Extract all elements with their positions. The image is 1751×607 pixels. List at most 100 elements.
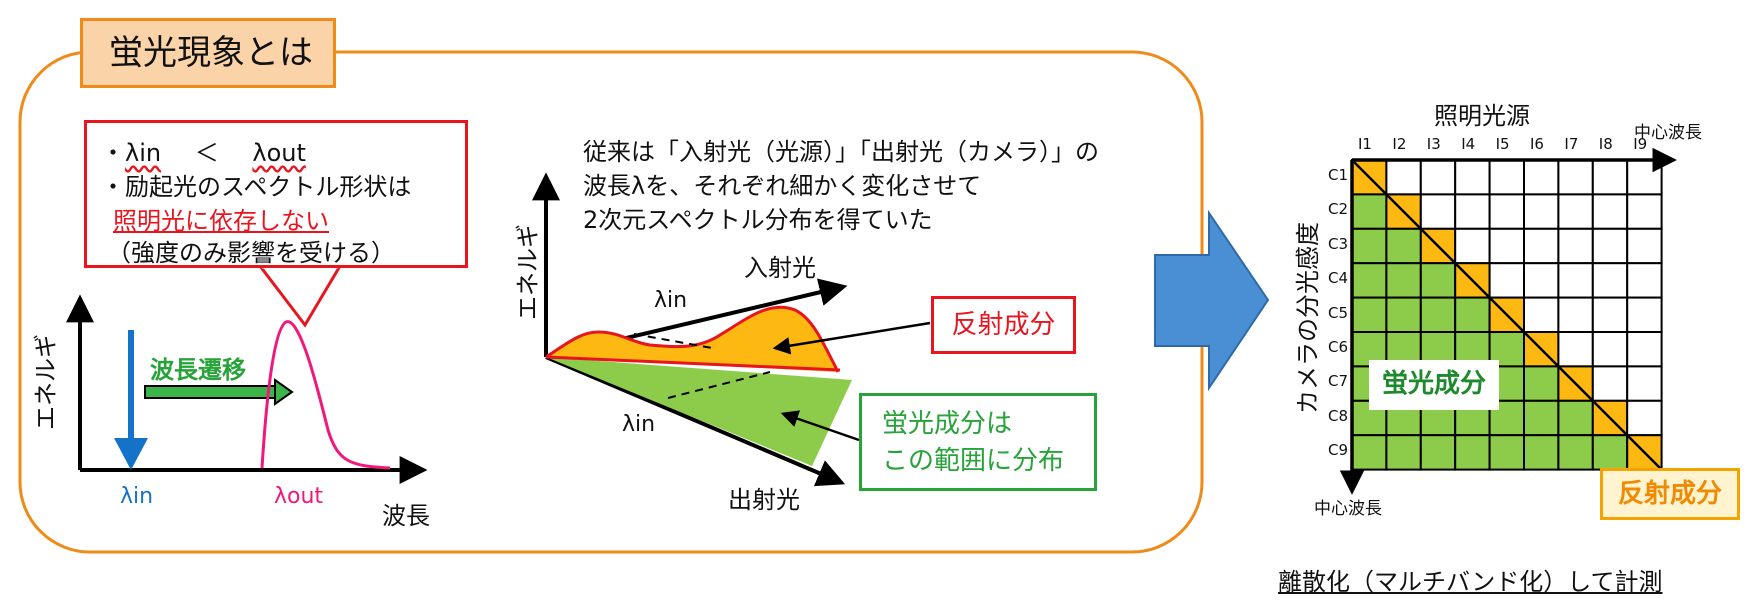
matrix-cell-empty xyxy=(1419,159,1457,196)
matrix-cell-empty xyxy=(1591,262,1629,299)
matrix-cell-empty xyxy=(1591,331,1629,368)
matrix-row-label: C4 xyxy=(1328,269,1349,288)
matrix-column-label: I5 xyxy=(1495,135,1510,153)
fluorescence-tag-line-2: この範囲に分布 xyxy=(882,446,1065,476)
lambda-out-term: λout xyxy=(252,139,306,167)
matrix-cell-empty xyxy=(1591,227,1629,265)
big-right-arrow xyxy=(1154,209,1270,392)
matrix-column-label: I8 xyxy=(1598,135,1613,153)
matrix-cell-empty xyxy=(1591,159,1629,196)
excitation-arrowhead xyxy=(114,438,148,470)
matrix-cell-fluorescence xyxy=(1591,434,1629,471)
matrix-top-label: 照明光源 xyxy=(1434,102,1530,130)
lambda-in-lower: λin xyxy=(622,412,656,437)
matrix-cell-fluorescence xyxy=(1557,434,1594,471)
matrix-cell-empty xyxy=(1488,193,1525,230)
matrix-cell-fluorescence xyxy=(1488,434,1525,471)
matrix-cell-empty xyxy=(1591,193,1629,230)
matrix-cell-fluorescence xyxy=(1419,296,1457,334)
matrix-row-label: C1 xyxy=(1328,166,1349,184)
matrix-cell-fluorescence xyxy=(1419,434,1457,471)
reflection-callout-arrow xyxy=(772,321,931,355)
matrix-cell-empty xyxy=(1626,193,1663,230)
matrix-row-label: C3 xyxy=(1328,234,1349,253)
emission-curve xyxy=(260,320,391,470)
less-than-symbol: ＜ xyxy=(194,139,219,167)
reflection-curve xyxy=(545,305,840,373)
matrix-caption: 離散化（マルチバンド化）して計測 xyxy=(1278,568,1663,596)
matrix-column-label: I2 xyxy=(1392,135,1407,153)
diagonal-red-line xyxy=(545,355,841,372)
matrix-cell-fluorescence xyxy=(1557,399,1594,437)
matrix-column-label: I1 xyxy=(1358,135,1372,153)
middle-text-line-1: 従来は「入射光（光源）」「出射光（カメラ）」の xyxy=(583,138,1099,166)
matrix-cell-empty xyxy=(1488,262,1525,299)
reflection-surface xyxy=(546,307,838,372)
emission-axis xyxy=(545,355,846,487)
x-lambda-out: λout xyxy=(274,484,324,509)
matrix-cell-empty xyxy=(1557,331,1594,368)
matrix-cell-empty xyxy=(1591,365,1629,402)
matrix-cell-empty xyxy=(1557,227,1594,265)
fluorescence-callout-arrow xyxy=(780,410,860,442)
matrix-cell-fluorescence xyxy=(1351,262,1388,299)
note-line-2: ・励起光のスペクトル形状は xyxy=(101,173,412,201)
matrix-cell-empty xyxy=(1626,262,1663,299)
matrix-cell-fluorescence xyxy=(1523,399,1560,437)
matrix-reflection-label: 反射成分 xyxy=(1600,468,1740,520)
emission-label: 出射光 xyxy=(728,486,800,514)
dashed-guide-lower xyxy=(667,371,771,399)
matrix-column-label: I3 xyxy=(1426,135,1441,153)
matrix-cell-empty xyxy=(1385,159,1422,196)
matrix-column-label: I6 xyxy=(1530,135,1544,153)
matrix-cell-empty xyxy=(1626,296,1663,334)
note-line-3: 照明光に依存しない xyxy=(113,207,329,235)
matrix-cell-fluorescence xyxy=(1523,365,1560,402)
shift-label: 波長遷移 xyxy=(150,356,246,384)
matrix-cell-empty xyxy=(1523,227,1560,265)
matrix-cell-fluorescence xyxy=(1454,296,1491,334)
panel-title: 蛍光現象とは xyxy=(80,18,336,88)
fluorescence-tag: 蛍光成分は この範囲に分布 xyxy=(859,393,1097,491)
x-lambda-in: λin xyxy=(120,484,154,509)
matrix-cell-empty xyxy=(1626,365,1663,402)
note-line-4: （強度のみ影響を受ける） xyxy=(107,239,395,267)
matrix-cell-fluorescence xyxy=(1385,262,1422,299)
incident-label: 入射光 xyxy=(744,254,816,282)
matrix-left-label: カメラの分光感度 xyxy=(1294,222,1322,414)
matrix-cell-empty xyxy=(1626,159,1663,196)
matrix-cell-fluorescence xyxy=(1351,296,1388,334)
matrix-cell-empty xyxy=(1488,159,1525,196)
note-pointer xyxy=(256,264,343,328)
shift-arrow-head xyxy=(274,378,294,406)
matrix-cell-empty xyxy=(1626,227,1663,265)
matrix-cell-empty xyxy=(1626,399,1663,437)
matrix-top-right: 中心波長 xyxy=(1634,123,1702,143)
matrix-cell-empty xyxy=(1419,193,1457,230)
matrix-cell-empty xyxy=(1454,227,1491,265)
matrix-column-label: I7 xyxy=(1564,135,1579,153)
matrix-cell-empty xyxy=(1557,159,1594,196)
matrix-fluor-label: 蛍光成分 xyxy=(1369,360,1499,410)
matrix-column-label: I4 xyxy=(1461,135,1476,153)
matrix-row-label: C7 xyxy=(1328,372,1349,391)
matrix-row-label: C2 xyxy=(1328,200,1349,219)
note-box: ・λin ＜ λout ・励起光のスペクトル形状は 照明光に依存しない （強度の… xyxy=(84,120,468,268)
reflection-tag: 反射成分 xyxy=(931,296,1076,354)
matrix-cell-empty xyxy=(1557,296,1594,334)
matrix-cell-empty xyxy=(1523,296,1560,334)
lambda-in-term: λin xyxy=(125,139,162,167)
matrix-bottom-left: 中心波長 xyxy=(1314,499,1382,519)
matrix-row-label: C5 xyxy=(1328,303,1349,322)
matrix-diagonal xyxy=(1351,159,1663,471)
matrix-row-label: C6 xyxy=(1328,338,1349,356)
matrix-cell-fluorescence xyxy=(1523,434,1560,471)
left-y-label: エネルギ xyxy=(32,334,60,430)
matrix-cell-fluorescence xyxy=(1385,434,1422,471)
note-line-1: ・λin ＜ λout xyxy=(101,133,306,168)
lambda-in-upper: λin xyxy=(654,288,688,313)
matrix-cell-empty xyxy=(1557,262,1594,299)
mid-y-label: エネルギ xyxy=(514,224,542,320)
matrix-cell-fluorescence xyxy=(1419,262,1457,299)
